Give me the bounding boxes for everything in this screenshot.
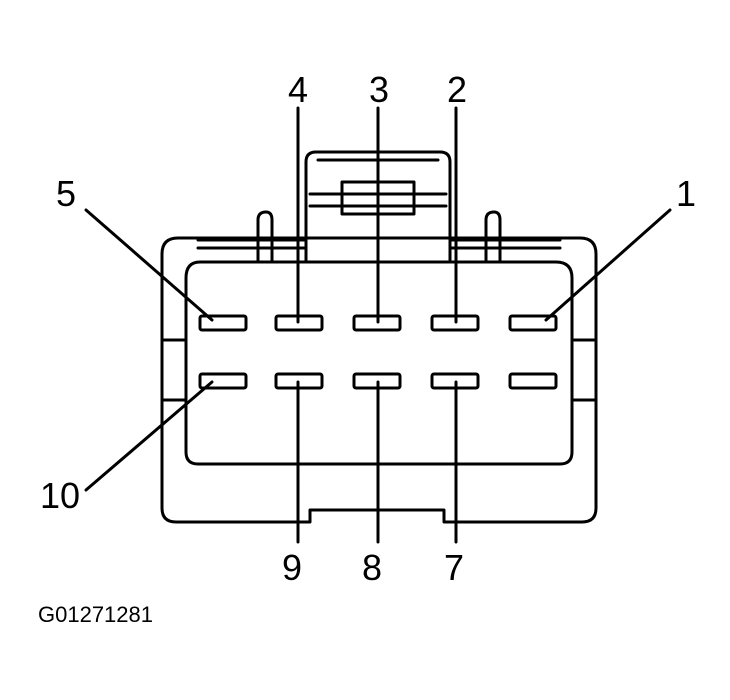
pin-slot-6 bbox=[508, 372, 558, 390]
pin-label-9: 9 bbox=[282, 547, 302, 588]
pin-label-2: 2 bbox=[447, 69, 467, 110]
pin-label-1: 1 bbox=[676, 173, 696, 214]
left-guide-post bbox=[256, 210, 274, 264]
pin-slot-5 bbox=[198, 314, 248, 332]
leader-line-10 bbox=[84, 380, 214, 492]
pin-slot-1 bbox=[508, 314, 558, 332]
pin-label-5: 5 bbox=[56, 173, 76, 214]
pin-slot-10 bbox=[198, 372, 248, 390]
connector-cavity bbox=[184, 260, 574, 466]
pin-label-7: 7 bbox=[444, 547, 464, 588]
leader-line-5 bbox=[84, 208, 214, 322]
pin-label-8: 8 bbox=[362, 547, 382, 588]
pin-label-4: 4 bbox=[288, 69, 308, 110]
right-guide-post bbox=[484, 210, 502, 264]
leader-line-1 bbox=[544, 208, 672, 322]
pin-label-3: 3 bbox=[369, 69, 389, 110]
figure-id: G01271281 bbox=[38, 602, 153, 627]
connector-housing-outline bbox=[160, 236, 598, 524]
pin-label-10: 10 bbox=[40, 475, 80, 516]
